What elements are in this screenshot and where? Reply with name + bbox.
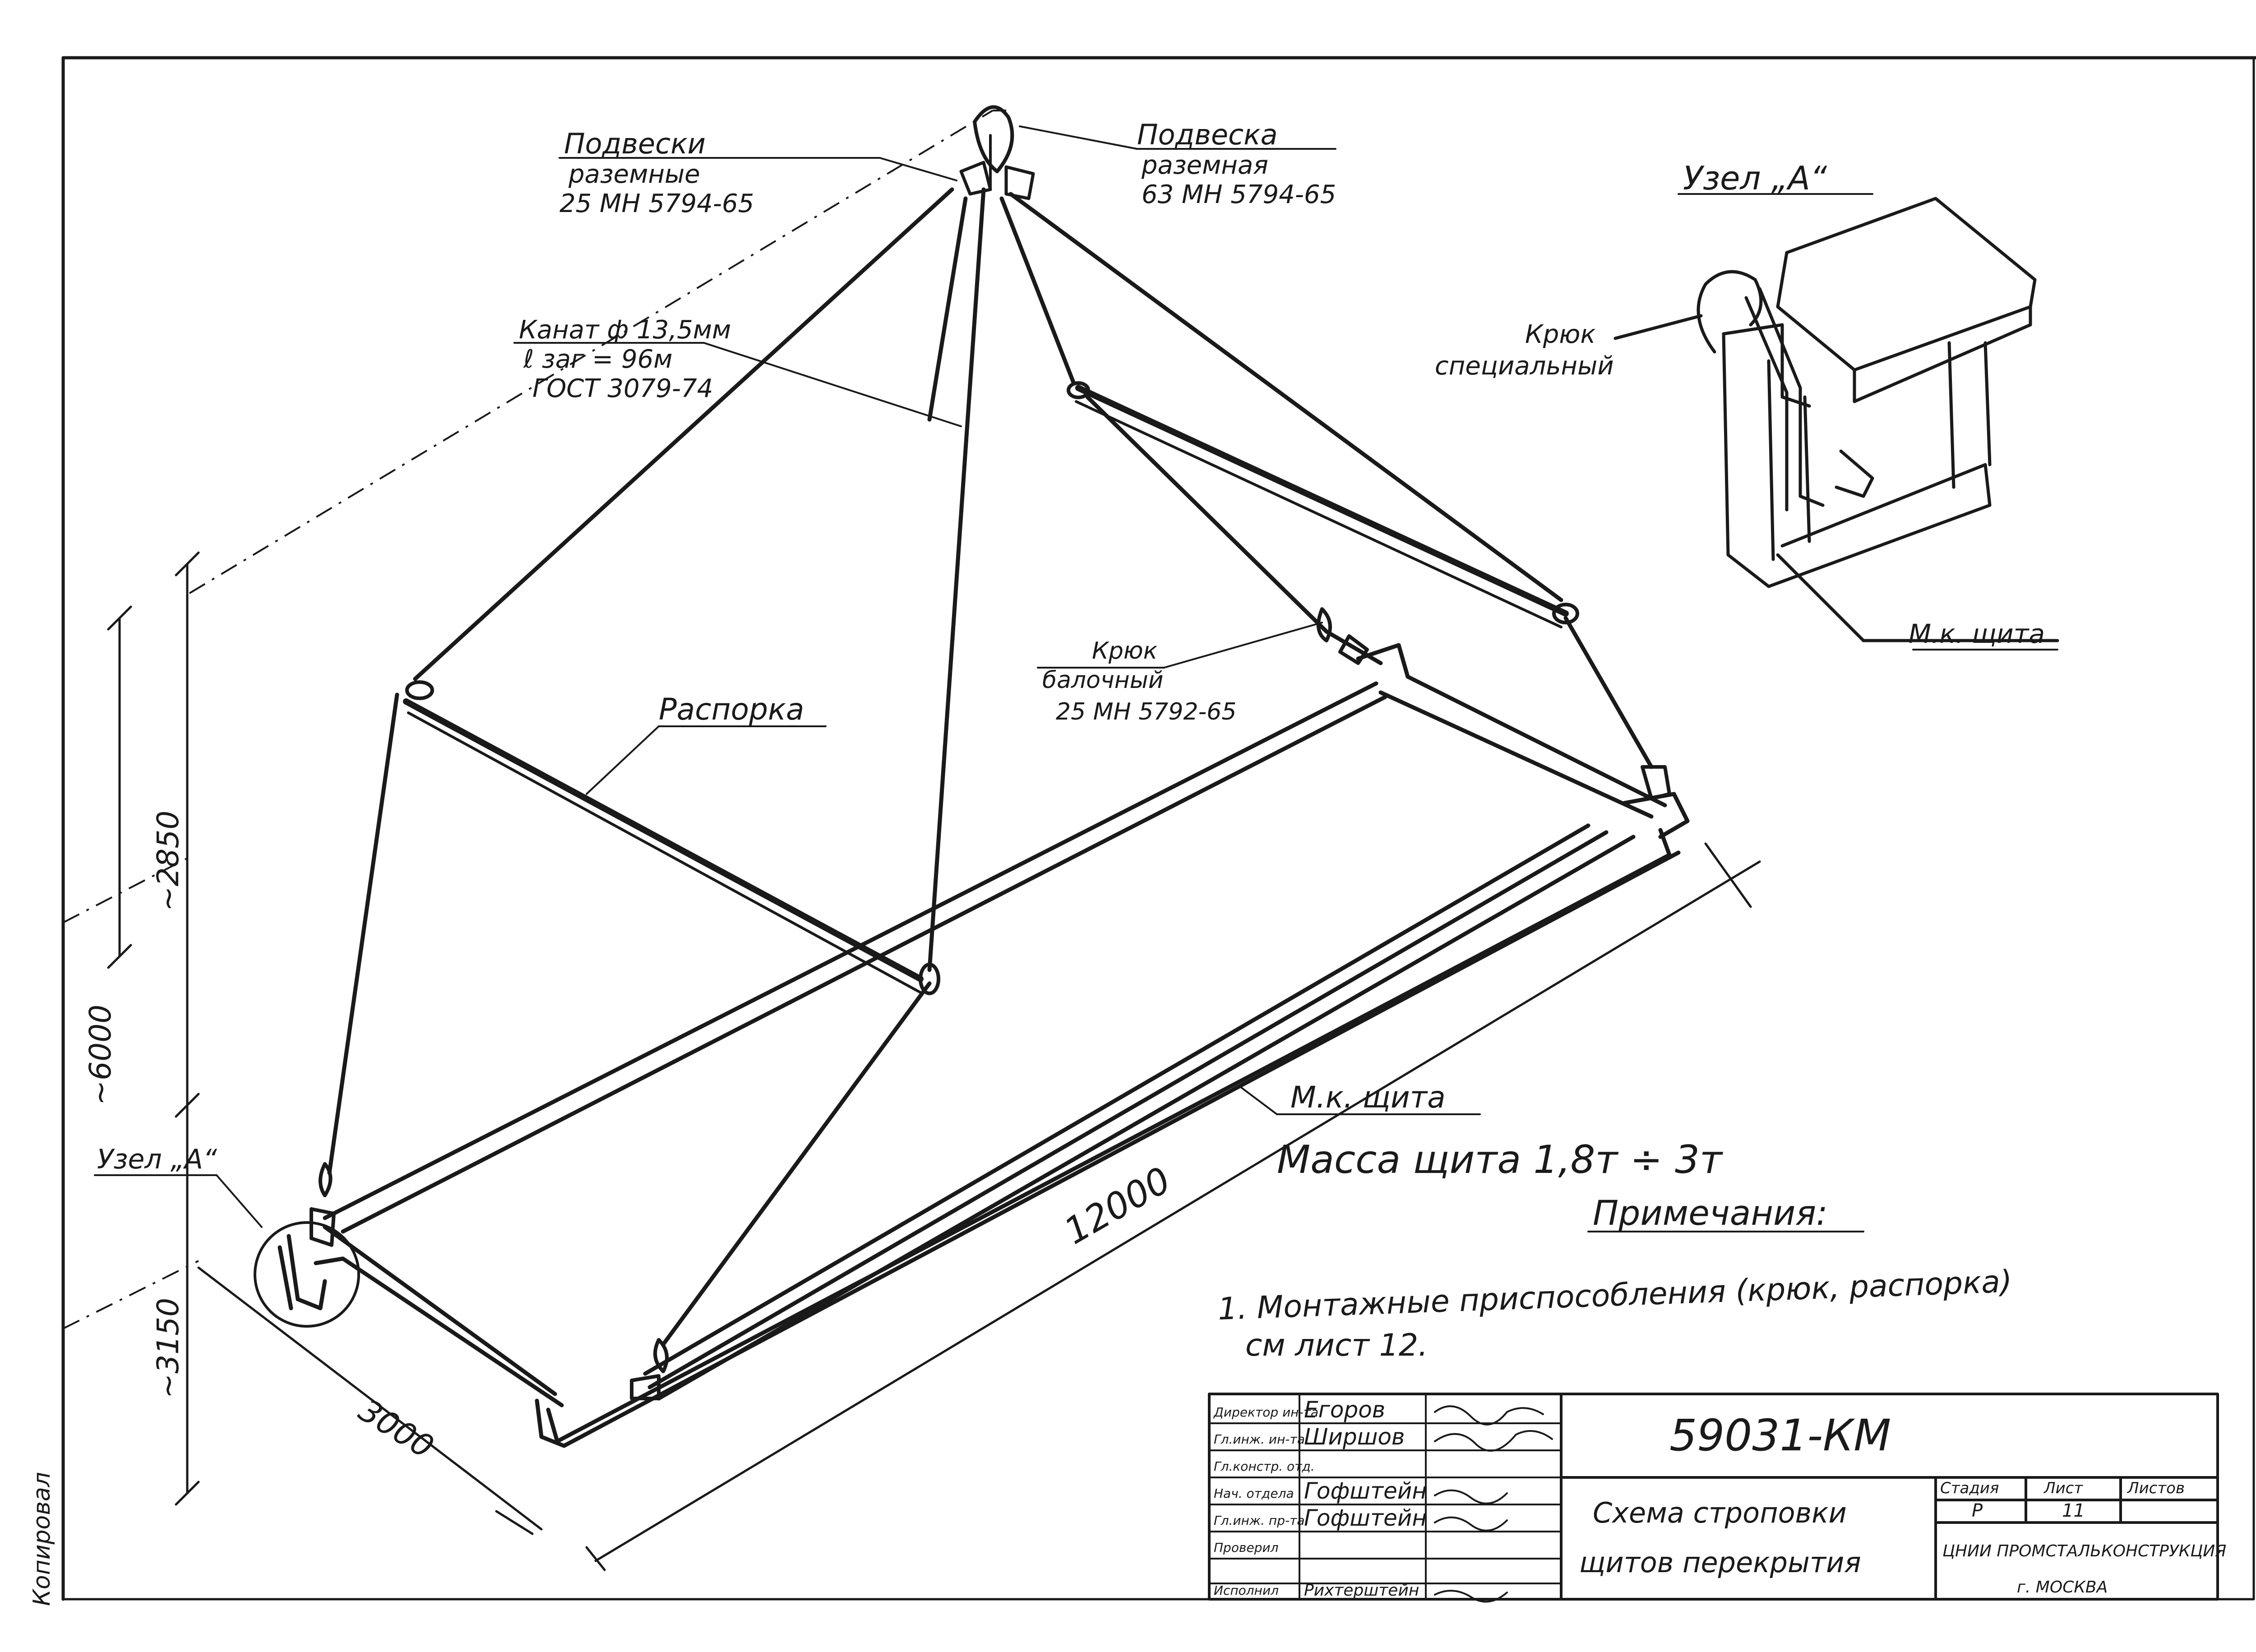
signer-role-4: Гл.инж. пр-та	[1214, 1513, 1305, 1528]
sheet-header: Лист	[2043, 1479, 2083, 1497]
signer-name-4: Гофштейн	[1304, 1505, 1427, 1531]
signer-role-1: Гл.инж. ин-та	[1214, 1432, 1305, 1447]
drawing-frame	[61, 56, 2256, 1601]
signatures	[1434, 1405, 1553, 1603]
kryuk-balk-line2: балочный	[1042, 667, 1164, 694]
kanat-line1: Канат ф 13,5мм	[519, 315, 731, 345]
kryuk-spec-line1: Крюк	[1525, 320, 1595, 349]
title-block	[1208, 1393, 2219, 1601]
kanat-line2: ℓ заг = 96м	[523, 345, 672, 374]
kryuk-balk-line1: Крюк	[1092, 637, 1158, 664]
slings	[327, 105, 1654, 1347]
kryuk-spec-line2: специальный	[1435, 351, 1614, 381]
margin-text: Копировал	[28, 1472, 55, 1606]
stage-value: Р	[1972, 1500, 1983, 1521]
mk-shchita-top: М.к. щита	[1909, 618, 2045, 649]
detail-a-view	[1613, 197, 2059, 642]
org-line2: г. МОСКВА	[2017, 1578, 2108, 1597]
kanat-line3: ГОСТ 3079-74	[532, 374, 713, 403]
podveski-title: Подвески	[564, 127, 706, 160]
org-line1: ЦНИИ ПРОМСТАЛЬКОНСТРУКЦИЯ	[1942, 1542, 2226, 1560]
podveski-sub1: раземные	[568, 160, 700, 189]
signer-name-6: Рихтерштейн	[1304, 1581, 1419, 1600]
mk-shchita-mid: М.к. щита	[1290, 1080, 1446, 1115]
podveska-sub2: 63 МН 5794-65	[1142, 180, 1336, 209]
podveski-sub2: 25 МН 5794-65	[559, 189, 754, 218]
title-line1: Схема строповки	[1593, 1496, 1847, 1529]
dim-2850: ~2850	[151, 811, 185, 911]
signer-role-6: Исполнил	[1214, 1583, 1279, 1598]
signer-name-1: Ширшов	[1304, 1424, 1405, 1450]
panel-frame	[277, 643, 1690, 1448]
note1-line2: см лист 12.	[1245, 1328, 1428, 1363]
title-line2: щитов перекрытия	[1579, 1546, 1861, 1579]
dimension-lines	[107, 551, 1761, 1571]
kryuk-balk-line3: 25 МН 5792-65	[1056, 698, 1236, 725]
dim-3000: 3000	[352, 1392, 440, 1466]
signer-role-2: Гл.констр. отд.	[1214, 1459, 1315, 1474]
signer-role-3: Нач. отдела	[1214, 1486, 1294, 1501]
sheets-header: Листов	[2127, 1479, 2185, 1497]
note1-line1: 1. Монтажные приспособления (крюк, распо…	[1217, 1264, 2013, 1327]
primechaniya: Примечания:	[1593, 1193, 1828, 1233]
doc-number: 59031-КМ	[1669, 1410, 1891, 1461]
dim-6000: ~6000	[83, 1005, 118, 1105]
sheet-value: 11	[2062, 1500, 2085, 1521]
signer-name-0: Егоров	[1304, 1397, 1385, 1423]
massa-label: Масса щита 1,8т ÷ 3т	[1277, 1137, 1724, 1182]
signer-role-5: Проверил	[1214, 1540, 1279, 1555]
hook-details	[310, 381, 1671, 1400]
dim-3150: ~3150	[151, 1298, 185, 1398]
podveska-title: Подвеска	[1137, 118, 1278, 151]
raspor-label: Распорка	[659, 692, 804, 727]
leader-lines	[94, 125, 2058, 1232]
uzel-a-left: Узел „А“	[97, 1144, 217, 1175]
uzel-a-title: Узел „А“	[1683, 159, 1827, 197]
signer-name-3: Гофштейн	[1304, 1478, 1427, 1504]
stage-header: Стадия	[1940, 1479, 1999, 1497]
signer-role-0: Директор ин-та	[1213, 1405, 1318, 1420]
detail-a-circle	[254, 1221, 360, 1328]
podveska-sub1: раземная	[1141, 151, 1268, 180]
